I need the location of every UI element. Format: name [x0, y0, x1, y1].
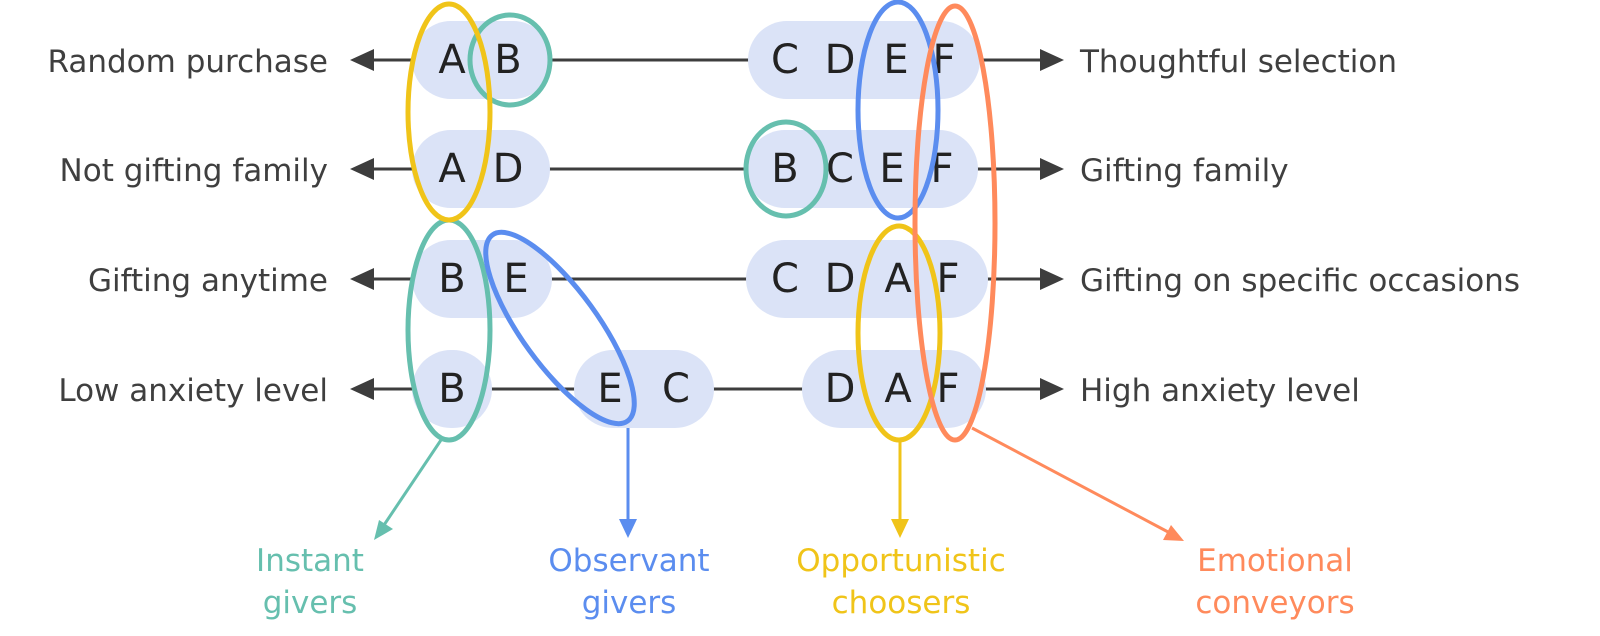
segment-letter: B: [494, 37, 521, 83]
group-label-observant: givers: [582, 585, 677, 621]
left-label: Not gifting family: [60, 153, 328, 189]
arrow-left-icon: [350, 158, 374, 180]
instant-givers-ellipse: [743, 119, 829, 219]
left-label: Random purchase: [48, 44, 329, 80]
group-label-observant: Observant: [548, 543, 709, 579]
group-label-emotional: conveyors: [1195, 585, 1354, 621]
segment-letter: E: [883, 37, 908, 83]
right-label: Thoughtful selection: [1079, 44, 1397, 80]
segment-letter: B: [438, 256, 465, 302]
arrow-down-icon: [374, 520, 393, 540]
group-label-opportunistic: Opportunistic: [796, 543, 1006, 579]
group-label-instant: givers: [263, 585, 358, 621]
segment-letter: A: [884, 366, 912, 412]
arrow-right-icon: [1040, 378, 1064, 400]
segment-letter: A: [884, 256, 912, 302]
arrow-left-icon: [350, 378, 374, 400]
segment-letter: D: [825, 256, 856, 302]
segment-letter: F: [936, 256, 959, 302]
segment-letter: A: [438, 37, 466, 83]
right-label: Gifting on specific occasions: [1080, 263, 1520, 299]
segment-letter: D: [493, 146, 524, 192]
segment-letter: C: [771, 37, 799, 83]
arrow-right-icon: [1040, 49, 1064, 71]
opportunistic-choosers-ellipse: [405, 1, 493, 223]
left-label: Gifting anytime: [88, 263, 328, 299]
emotional-conveyors-connector: [971, 426, 1171, 535]
segment-letter: B: [438, 366, 465, 412]
segment-letter: C: [662, 366, 690, 412]
segment-letter: E: [597, 366, 622, 412]
arrow-left-icon: [350, 268, 374, 290]
group-label-opportunistic: choosers: [832, 585, 971, 621]
instant-givers-connector: [380, 439, 443, 529]
letters: A B C D E F A D B C E F B E C D A F B E …: [438, 37, 959, 412]
segment-letter: D: [825, 37, 856, 83]
arrow-down-icon: [891, 519, 909, 538]
group-label-instant: Instant: [256, 543, 364, 579]
observant-givers-ellipse: [483, 229, 637, 427]
pill: [412, 21, 552, 99]
arrow-right-icon: [1040, 268, 1064, 290]
pill: [412, 130, 550, 208]
segment-letter: E: [503, 256, 528, 302]
group-marks: [374, 0, 1184, 541]
pill: [412, 240, 552, 318]
segment-letter: D: [825, 366, 856, 412]
arrow-left-icon: [350, 49, 374, 71]
arrow-down-icon: [619, 519, 637, 538]
instant-givers-ellipse: [467, 12, 553, 108]
pill: [574, 350, 714, 428]
side-labels: Random purchase Thoughtful selection Not…: [48, 44, 1520, 409]
emotional-conveyors-ellipse: [912, 3, 998, 443]
pill: [412, 350, 492, 428]
left-label: Low anxiety level: [58, 373, 328, 409]
arrow-down-icon: [1163, 525, 1184, 541]
segment-letter: F: [932, 37, 955, 83]
segment-letter: E: [879, 146, 904, 192]
group-labels: Instant givers Observant givers Opportun…: [256, 543, 1355, 621]
observant-givers-ellipse: [855, 0, 941, 221]
right-label: High anxiety level: [1080, 373, 1360, 409]
segment-letter: B: [771, 146, 798, 192]
segment-letter: C: [826, 146, 854, 192]
arrow-right-icon: [1040, 158, 1064, 180]
group-label-emotional: Emotional: [1197, 543, 1353, 579]
segment-letter: F: [936, 366, 959, 412]
right-label: Gifting family: [1080, 153, 1289, 189]
segment-letter: C: [771, 256, 799, 302]
segment-letter: A: [438, 146, 466, 192]
